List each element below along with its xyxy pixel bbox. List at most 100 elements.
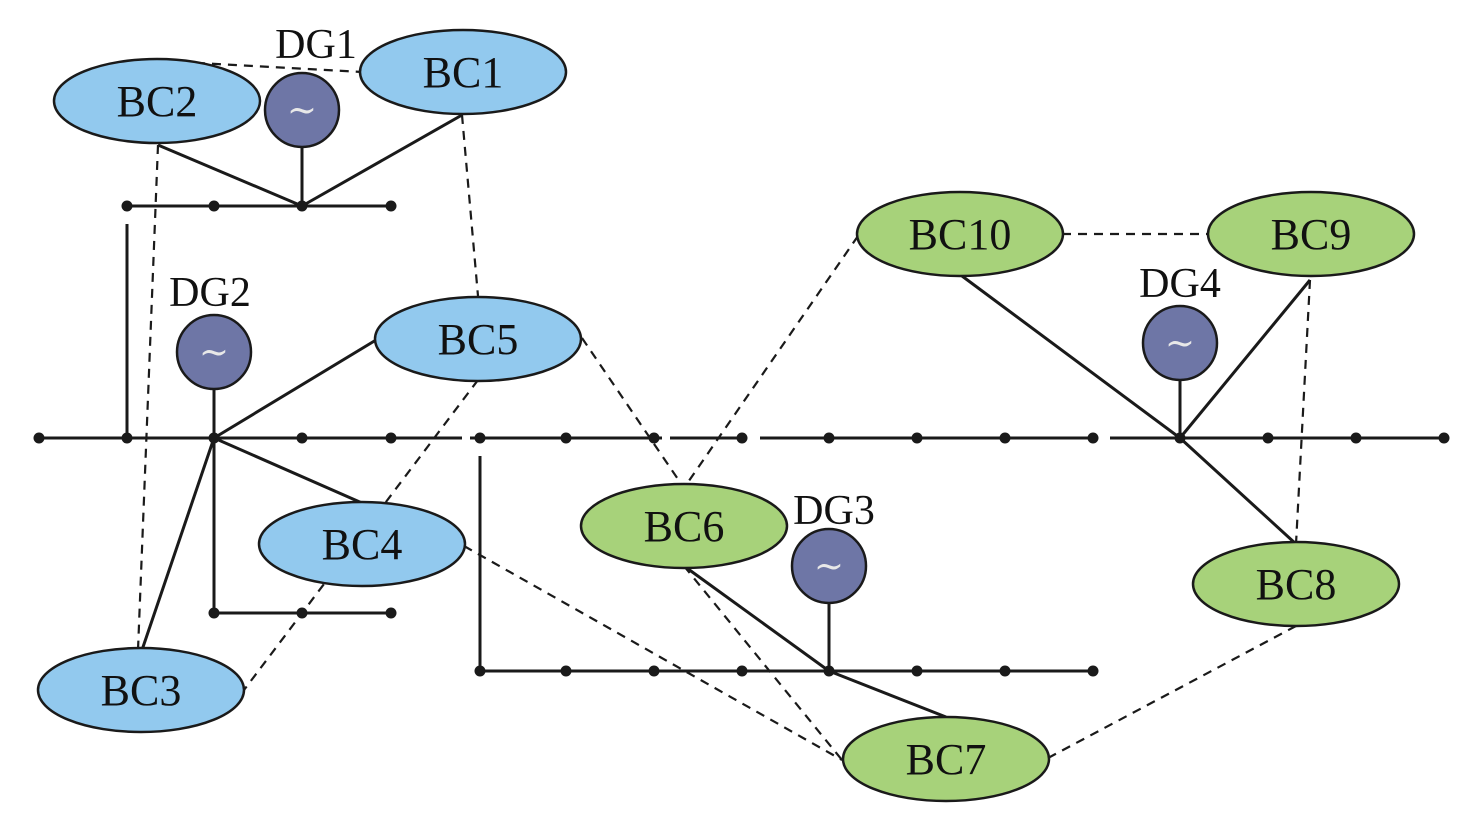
bus-node [121,432,133,444]
controller-bc9: BC9 [1206,190,1416,278]
communication-links [136,60,1312,761]
bus-node [208,200,220,212]
comm-link-bc7-bc8 [1047,625,1297,759]
generator-icon [175,313,253,391]
controller-label: BC9 [1271,210,1352,259]
bus-node [1350,432,1362,444]
controller-bc6: BC6 [579,482,789,570]
tie-bc7-bus3 [828,669,947,719]
bus-node [560,665,572,677]
bus-node [736,665,748,677]
controller-bc1: BC1 [358,28,568,116]
controller-ellipse [855,190,1065,278]
controller-ellipse [36,646,246,734]
tie-bc2-bus1 [157,143,303,208]
controller-label: BC8 [1256,560,1337,609]
bus-node [296,432,308,444]
tie-bc6-bus3 [683,564,830,673]
bus-node [385,432,397,444]
bus-node [999,432,1011,444]
bus-node [911,665,923,677]
ac-tilde-icon: ~ [199,332,229,373]
bus-node [474,665,486,677]
bus-node [823,432,835,444]
generator-label: DG4 [1139,261,1221,307]
controller-bc8: BC8 [1191,540,1401,628]
controller-ellipse [579,482,789,570]
bus-nodes [33,200,1450,677]
tie-bc10-bus [961,274,1181,440]
controller-ellipse [52,57,262,145]
controller-ellipse [1206,190,1416,278]
generator-icon [790,527,868,605]
bus-node [208,432,220,444]
bus-node [296,200,308,212]
controller-bc3: BC3 [36,646,246,734]
generator-icon [1141,304,1219,382]
bus-node [296,607,308,619]
bus-node [1087,432,1099,444]
bus-node [385,607,397,619]
controller-ellipse [257,500,467,588]
controller-ellipse [841,715,1051,803]
bus-node [1174,432,1186,444]
controller-label: BC2 [117,77,198,126]
generator-label: DG2 [169,270,251,316]
comm-link-bc5-bc6 [581,337,685,489]
controller-label: BC4 [322,520,403,569]
bus-node [736,432,748,444]
bus-node [1087,665,1099,677]
controller-bc5: BC5 [373,295,583,383]
comm-link-bc9-bc8 [1294,279,1312,545]
generator-dg3: ~ DG3 [790,488,875,605]
generator-icon [263,71,341,149]
bus-node [648,665,660,677]
controller-ellipse [373,295,583,383]
controller-label: BC7 [906,735,987,784]
ac-tilde-icon: ~ [814,546,844,587]
bus-node [999,665,1011,677]
bus-node [823,665,835,677]
tie-bc3-bus [140,437,216,651]
controller-bc7: BC7 [841,715,1051,803]
generator-label: DG3 [793,488,875,534]
bus-node [911,432,923,444]
controller-label: BC1 [423,48,504,97]
tie-bc9-bus [1178,279,1312,439]
controller-bc4: BC4 [257,500,467,588]
comm-link-bc6-bc7 [683,565,843,761]
tie-bc1-bus1 [301,113,463,208]
bus-node [385,200,397,212]
tie-bc8-bus [1178,436,1298,546]
controller-label: BC5 [438,315,519,364]
bus-node [1438,432,1450,444]
tie-bc5-bus [213,338,377,440]
comm-link-bc10-bc6 [683,235,859,489]
comm-link-bc4-bc7 [463,545,843,761]
bus-node [1262,432,1274,444]
ac-tilde-icon: ~ [287,90,317,131]
tie-bc4-bus [213,436,363,505]
generator-dg2: ~ DG2 [169,270,253,391]
tie-lines [140,113,1312,719]
controller-bc10: BC10 [855,190,1065,278]
comm-link-bc1-bc5 [460,114,480,297]
generator-label: DG1 [275,22,357,68]
controller-label: BC3 [101,666,182,715]
bus-node [560,432,572,444]
bus-node [121,200,133,212]
controller-label: BC10 [909,210,1012,259]
generator-dg1: ~ DG1 [263,22,357,149]
bus-lines [39,147,1444,673]
bus-node [648,432,660,444]
bus-node [33,432,45,444]
controller-bc2: BC2 [52,57,262,145]
controller-ellipse [358,28,568,116]
bus-node [208,607,220,619]
comm-link-bc2-bc3 [136,144,160,651]
bus-node [474,432,486,444]
controller-label: BC6 [644,502,725,551]
generator-dg4: ~ DG4 [1139,261,1221,382]
comm-link-bc2-bc1 [179,60,363,74]
